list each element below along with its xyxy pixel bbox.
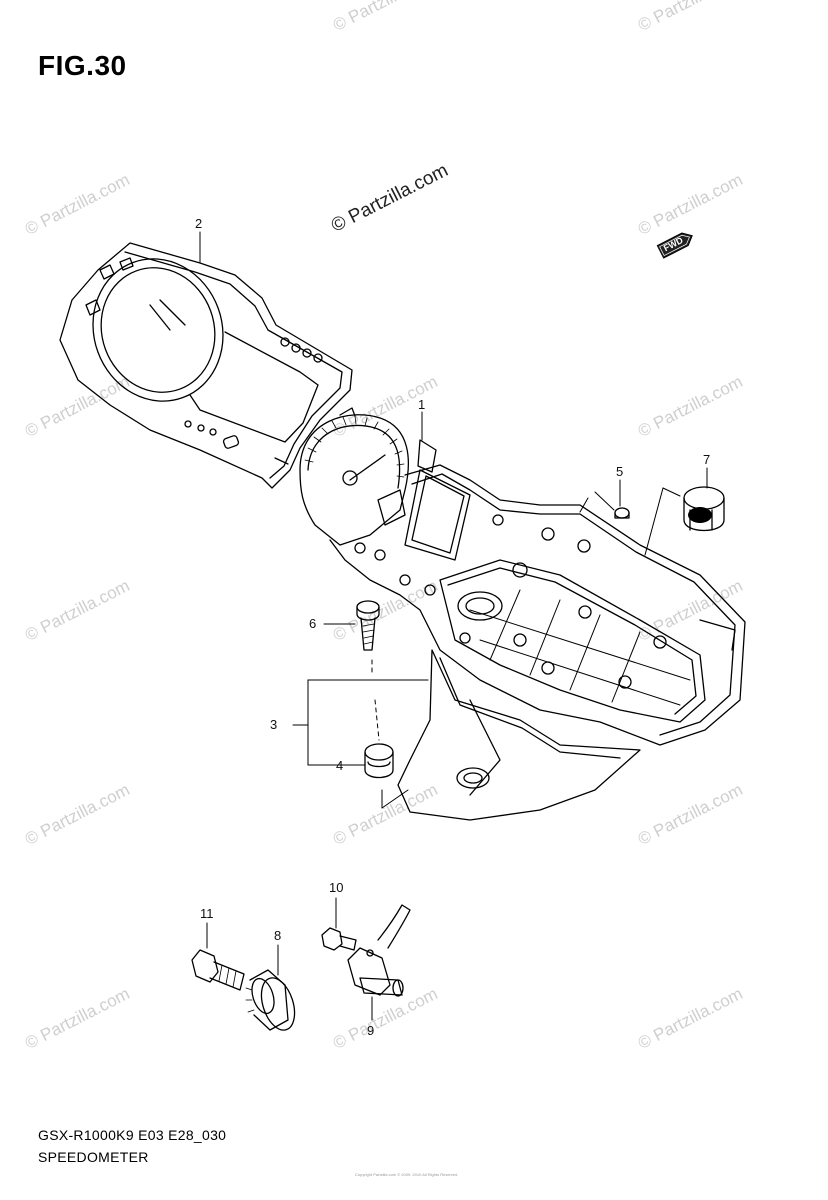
callout-part-3[interactable]: 3 — [270, 717, 278, 732]
leader-lines — [200, 232, 707, 1020]
model-code: GSX-R1000K9 E03 E28_030 — [38, 1127, 227, 1143]
figure-caption: SPEEDOMETER — [38, 1149, 149, 1165]
callout-part-9[interactable]: 9 — [367, 1023, 375, 1038]
callout-part-6[interactable]: 6 — [309, 616, 317, 631]
forward-arrow-icon — [656, 227, 698, 260]
part-7-grommet — [684, 487, 724, 531]
callout-part-5[interactable]: 5 — [616, 464, 624, 479]
callout-part-8[interactable]: 8 — [274, 928, 282, 943]
part-5-screw — [615, 508, 629, 518]
callout-part-7[interactable]: 7 — [703, 452, 711, 467]
callout-part-2[interactable]: 2 — [195, 216, 203, 231]
callout-part-4[interactable]: 4 — [336, 758, 344, 773]
callout-part-1[interactable]: 1 — [418, 397, 426, 412]
part-8-gear — [246, 970, 301, 1034]
figure-title: FIG.30 — [38, 50, 127, 81]
part-6-bolt — [357, 601, 379, 650]
part-10-bolt — [322, 928, 356, 950]
part-4-cushion — [365, 744, 393, 778]
part-2-meter-cover — [60, 240, 352, 488]
part-3-lower-case — [398, 650, 640, 820]
part-11-bolt — [192, 950, 244, 990]
footer-copyright: Copyright Partzilla.com © 2009, 2010 All… — [355, 1172, 458, 1177]
forward-direction-badge: FWD — [656, 227, 698, 260]
callout-part-11[interactable]: 11 — [200, 906, 214, 921]
part-1-meter-assembly — [300, 408, 745, 745]
part-9-speed-sensor — [348, 905, 410, 996]
callout-part-10[interactable]: 10 — [329, 880, 344, 895]
